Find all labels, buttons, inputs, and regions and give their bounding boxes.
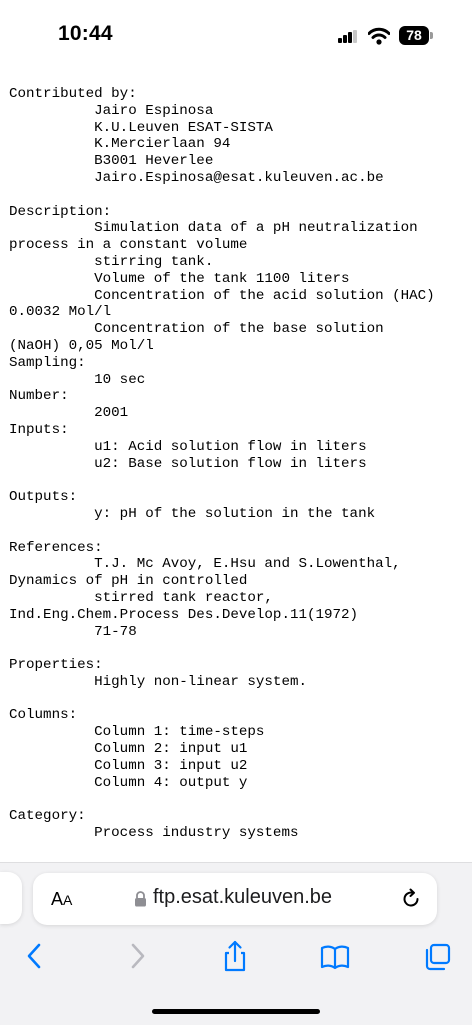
forward-icon[interactable] <box>122 940 152 972</box>
cellular-signal-icon <box>338 30 358 43</box>
document-text: Contributed by: Jairo Espinosa K.U.Leuve… <box>9 86 435 842</box>
bookmarks-icon[interactable] <box>320 940 350 972</box>
lock-icon <box>135 891 146 907</box>
reload-icon[interactable] <box>400 888 422 910</box>
reader-options-button[interactable]: AA <box>51 889 72 910</box>
status-bar: 10:44 78 <box>0 0 472 70</box>
aa-small-letter: A <box>63 892 73 908</box>
address-bar[interactable]: AA ftp.esat.kuleuven.be <box>33 873 437 925</box>
back-icon[interactable] <box>20 940 50 972</box>
tabs-icon[interactable] <box>422 940 452 972</box>
wifi-icon <box>368 27 390 45</box>
battery-icon: 78 <box>399 26 429 45</box>
aa-large-letter: A <box>51 889 64 909</box>
share-icon[interactable] <box>220 940 250 972</box>
battery-tip <box>430 32 433 39</box>
home-indicator <box>152 1009 320 1014</box>
status-time: 10:44 <box>58 22 113 45</box>
previous-tab-preview[interactable] <box>0 872 22 924</box>
url-text: ftp.esat.kuleuven.be <box>153 886 333 908</box>
